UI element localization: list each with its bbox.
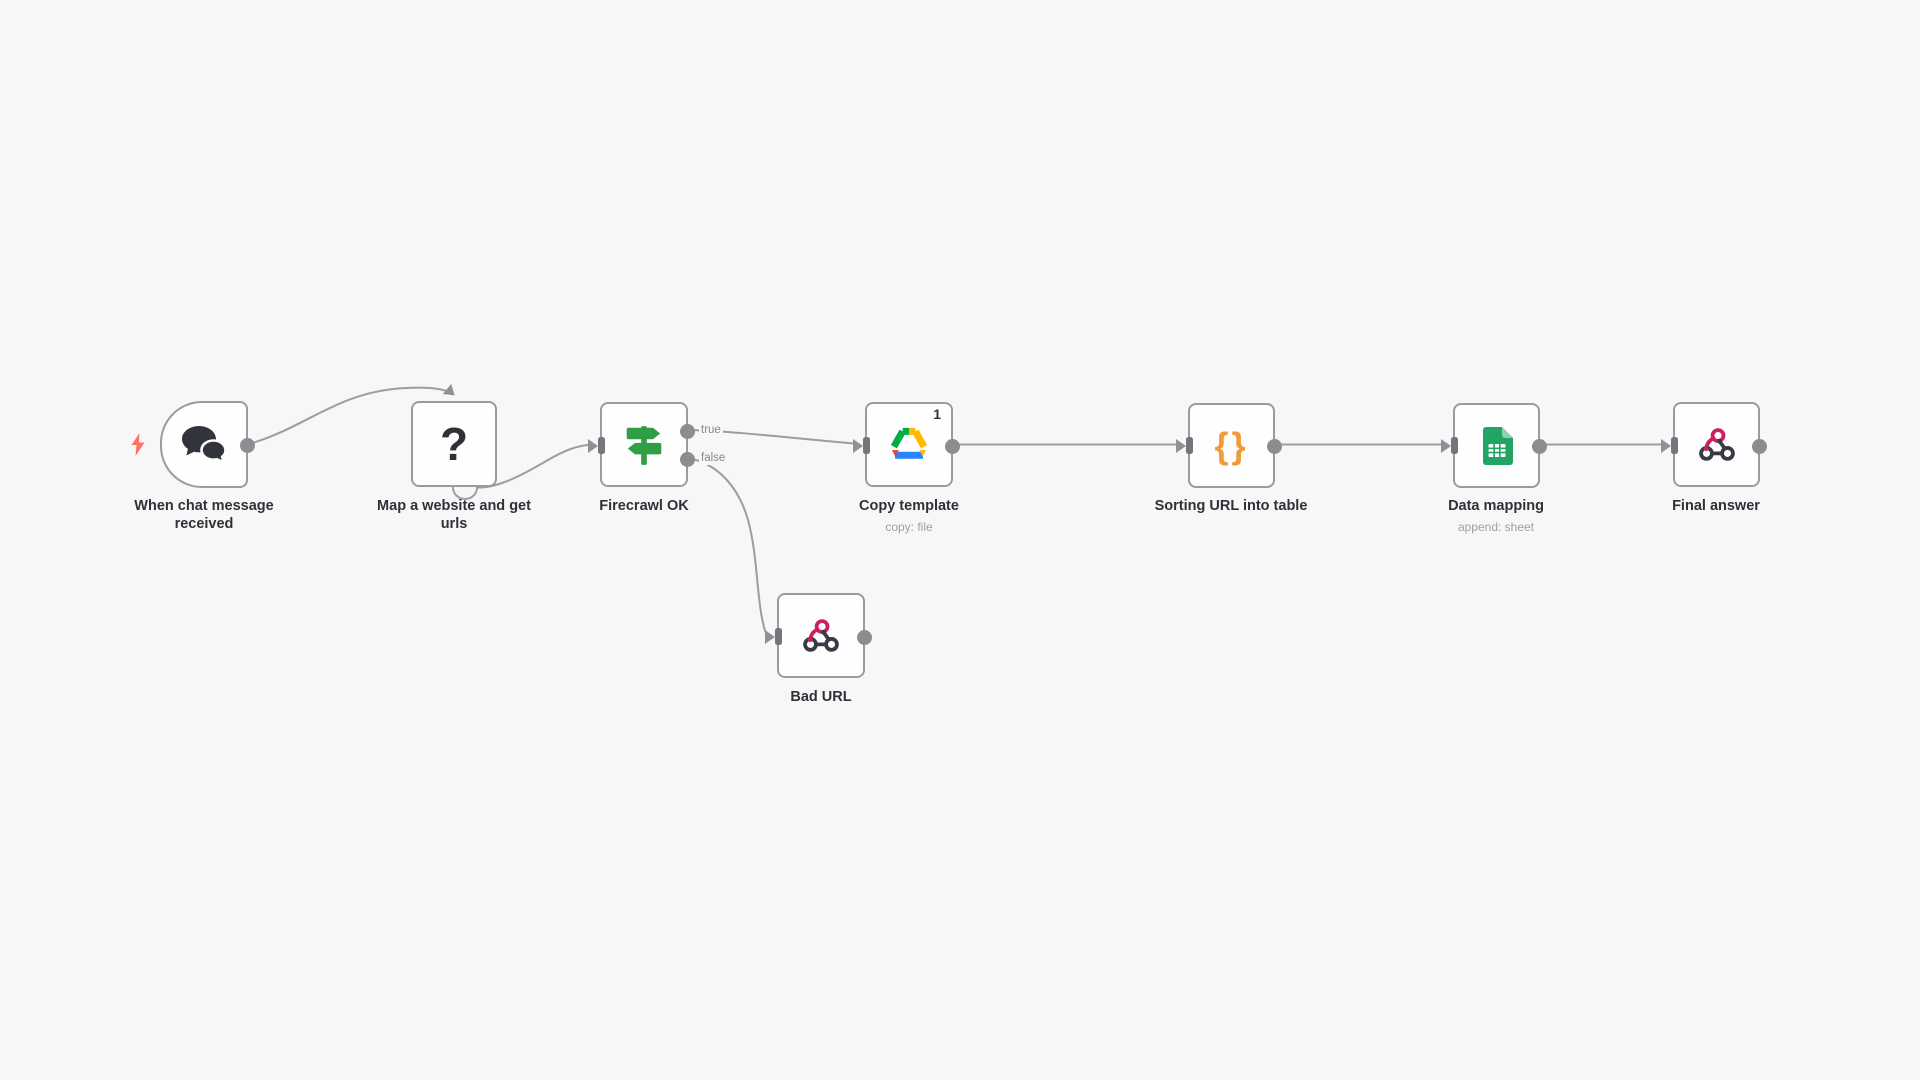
edge-false-to-badurl	[687, 457, 767, 634]
node-label: Bad URL	[790, 689, 852, 705]
input-port[interactable]	[1451, 437, 1458, 454]
output-port[interactable]	[1267, 439, 1282, 454]
node-label: Firecrawl OK	[599, 498, 689, 514]
input-port[interactable]	[863, 437, 870, 454]
node-bad-url[interactable]	[765, 593, 872, 678]
curly-braces-icon: {}	[1214, 424, 1249, 466]
node-label: Map a website and get urls	[377, 498, 531, 532]
node-copy-template[interactable]: 1	[853, 402, 960, 487]
input-port[interactable]	[598, 437, 605, 454]
edge-chat-to-map	[248, 386, 450, 445]
node-map-a-website-and-get-urls[interactable]: ?	[411, 401, 497, 487]
input-arrow-icon	[853, 438, 863, 453]
output-port[interactable]	[945, 439, 960, 454]
node-subtitle: copy: file	[885, 520, 933, 534]
webhook-icon	[803, 618, 839, 652]
node-sorting-url-into-table[interactable]: {}	[1176, 403, 1282, 488]
node-label: When chat message received	[134, 498, 274, 532]
node-label: Sorting URL into table	[1154, 498, 1308, 514]
input-port[interactable]	[1671, 437, 1678, 454]
webhook-icon	[1698, 427, 1735, 461]
items-count-badge: 1	[933, 406, 941, 422]
input-arrow-icon	[1661, 438, 1671, 453]
node-final-answer[interactable]	[1661, 402, 1767, 487]
chat-bubbles-icon	[182, 425, 227, 465]
output-port[interactable]	[1532, 439, 1547, 454]
node-data-mapping[interactable]	[1441, 403, 1547, 488]
branch-label-false: false	[699, 452, 728, 465]
node-label: Data mapping	[1448, 498, 1544, 514]
node-label: Final answer	[1672, 498, 1760, 514]
input-arrow-icon	[1441, 438, 1451, 453]
input-arrow-icon	[1176, 438, 1186, 453]
output-port[interactable]	[240, 438, 255, 453]
lightning-bolt-icon	[131, 433, 145, 456]
node-when-chat-message-received[interactable]	[160, 401, 255, 488]
google-sheets-icon	[1482, 426, 1513, 465]
input-arrow-icon	[765, 629, 775, 644]
input-port[interactable]	[1186, 437, 1193, 454]
output-port-false[interactable]	[680, 452, 695, 467]
question-mark-icon: ?	[439, 418, 469, 470]
google-drive-icon	[890, 427, 928, 459]
node-firecrawl-ok[interactable]	[588, 402, 695, 487]
input-arrow-icon	[588, 438, 598, 453]
output-port[interactable]	[857, 630, 872, 645]
output-port-true[interactable]	[680, 424, 695, 439]
edge-arrowhead	[442, 384, 455, 396]
input-port[interactable]	[775, 628, 782, 645]
node-label: Copy template	[859, 498, 959, 514]
node-subtitle: append: sheet	[1457, 520, 1535, 534]
output-port[interactable]	[1752, 439, 1767, 454]
branch-label-true: true	[699, 424, 723, 437]
signpost-icon	[626, 425, 662, 465]
